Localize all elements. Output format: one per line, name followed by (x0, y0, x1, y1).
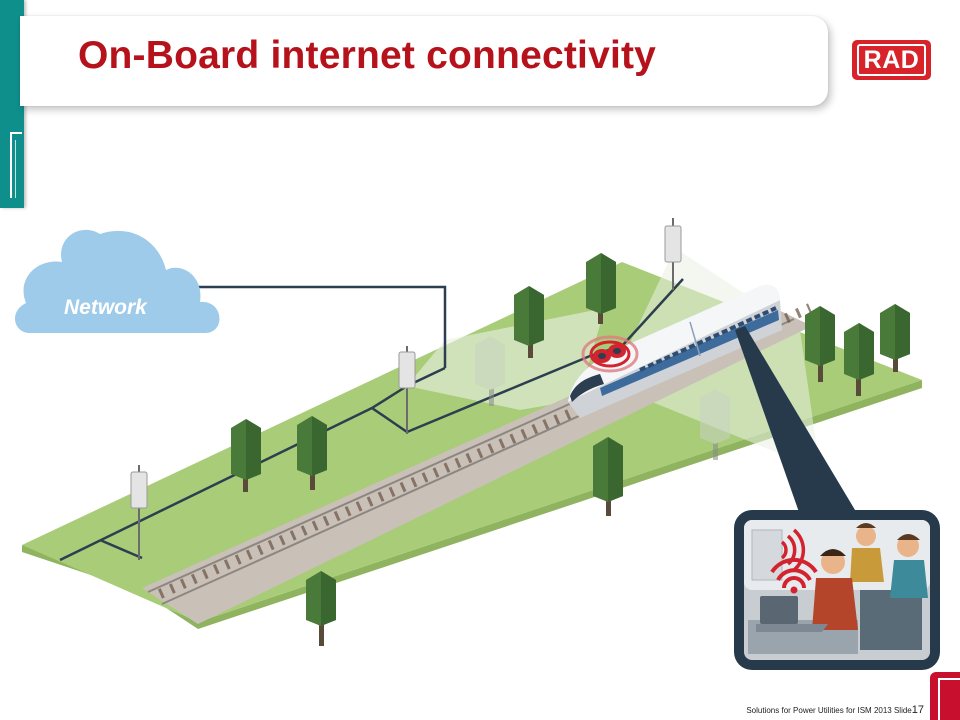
passenger-inset (734, 510, 940, 670)
slide-title: On-Board internet connectivity (78, 34, 657, 77)
train-window-strip (639, 306, 777, 372)
corner-decor-line (938, 678, 960, 680)
left-bar-decor-line (10, 132, 22, 134)
trackside-antenna (130, 465, 148, 560)
cloud-label: Network (64, 296, 148, 319)
footer-text: Solutions for Power Utilities for ISM 20… (746, 706, 912, 715)
tree (844, 323, 874, 396)
tree (514, 286, 544, 358)
tree (805, 306, 835, 382)
slide-number: 17 (911, 704, 924, 716)
high-speed-train (568, 284, 782, 418)
laptop-icon (760, 596, 798, 624)
tree (297, 416, 327, 490)
tree (231, 419, 261, 492)
left-bar-decor-line (10, 132, 12, 198)
tree (306, 571, 336, 646)
wifi-signal-icon (780, 528, 806, 572)
tree (475, 336, 505, 406)
coverage-beam-left (407, 308, 605, 410)
corner-decor-line (938, 678, 940, 720)
rad-logo-text: RAD (856, 44, 927, 76)
callout-pointer (735, 326, 858, 515)
trackside-antenna (664, 218, 682, 290)
tree (586, 253, 616, 324)
passenger (850, 523, 884, 582)
tree (700, 389, 730, 460)
slide-footer: Solutions for Power Utilities for ISM 20… (746, 704, 924, 716)
corner-accent (930, 672, 960, 720)
network-cloud (14, 229, 220, 333)
left-bar-decor-line (15, 140, 16, 198)
trackside-antenna (398, 346, 416, 434)
wifi-signal-icon (581, 335, 639, 373)
passenger (812, 549, 858, 630)
tree (880, 304, 910, 372)
rad-logo: RAD (852, 40, 931, 80)
tree (593, 437, 623, 516)
wifi-signal-icon (770, 557, 818, 589)
title-bar (20, 16, 828, 106)
passenger (890, 534, 928, 598)
